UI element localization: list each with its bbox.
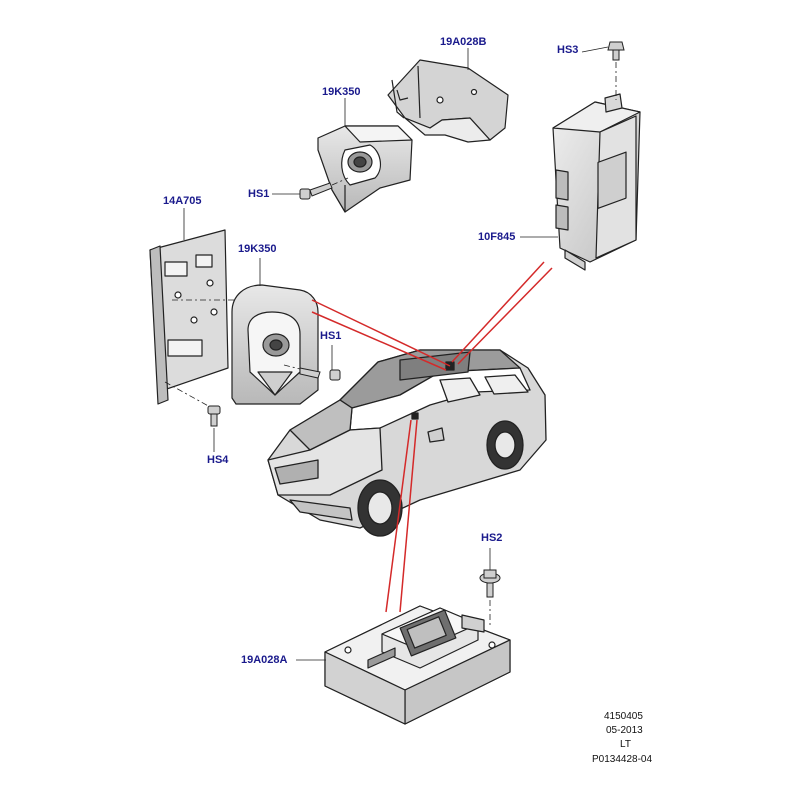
callout-hs4: HS4 [207,454,229,466]
leader-hs3 [581,46,609,53]
left-camera-part [231,284,319,405]
mount-plate-part [149,229,229,405]
callout-hs1-upper: HS1 [248,188,270,200]
footer-date: 05-2013 [606,725,643,736]
upper-bracket-part [387,59,509,143]
callout-hs1-lower: HS1 [320,330,342,342]
red-leader-lines [311,261,553,613]
callout-19a028a: 19A028A [241,654,288,666]
callout-19k350-left: 19K350 [238,243,277,255]
hs1-upper-screw [299,182,333,200]
upper-camera-part [317,125,413,213]
callout-19k350-upper: 19K350 [322,86,361,98]
callout-10f845: 10F845 [478,231,516,243]
lower-bracket-part [324,605,511,725]
axis-hs1-upper [331,177,349,186]
axis-hs4 [164,381,213,409]
control-module-part [552,93,641,271]
hs4-screw [207,405,221,427]
callout-19a028b: 19A028B [440,36,487,48]
callout-hs2: HS2 [481,532,503,544]
footer-code: LT [620,739,631,750]
footer-illustration-id: P0134428-04 [592,754,653,765]
footer-ref-number: 4150405 [604,711,643,722]
callout-14a705: 14A705 [163,195,202,207]
callout-hs3: HS3 [557,44,579,56]
hs3-screw [607,41,625,61]
axis-hs1-lower [283,364,301,370]
hs2-screw [479,569,501,598]
hs1-lower-screw [299,367,341,381]
vehicle-illustration [267,349,547,537]
